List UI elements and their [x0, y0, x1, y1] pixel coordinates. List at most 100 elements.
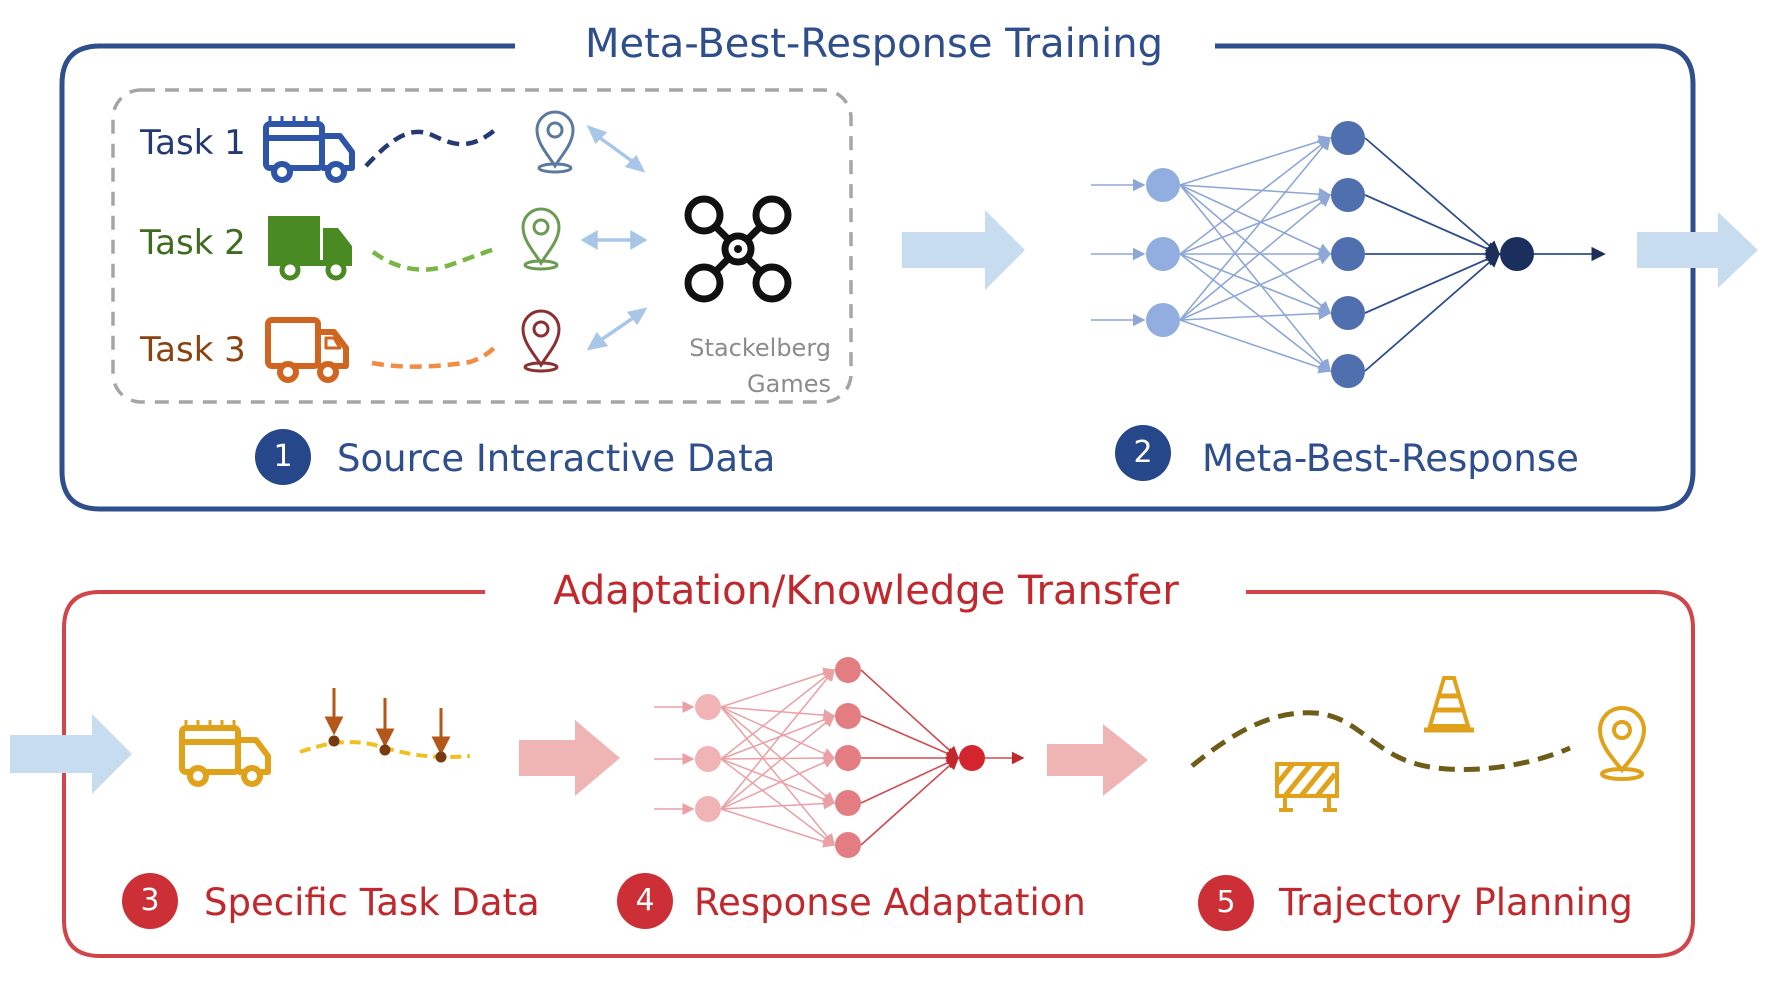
network-edge: [860, 756, 960, 846]
network-edge: [720, 752, 836, 765]
road-barrier-icon: [1275, 762, 1339, 812]
network-edge: [1179, 184, 1332, 373]
output-neuron: [959, 745, 985, 771]
task-2-label: Task 2: [140, 223, 246, 263]
input-neuron: [1146, 168, 1180, 202]
step-3-label: Specific Task Data: [204, 881, 540, 924]
input-neuron: [695, 746, 721, 772]
input-neuron: [1146, 303, 1180, 337]
network-edge: [1364, 137, 1501, 256]
input-neuron: [695, 694, 721, 720]
step-1-label: Source Interactive Data: [337, 437, 776, 480]
flow-arrow: [10, 714, 132, 794]
task-1-label: Task 1: [140, 123, 246, 163]
cargo-truck-icon: [268, 216, 352, 281]
network-edge: [720, 667, 836, 708]
trajectory-task1: [364, 128, 497, 168]
hidden-neuron: [1331, 237, 1365, 271]
adaptation-title: Adaptation/Knowledge Transfer: [553, 568, 1179, 614]
hidden-neuron: [1331, 296, 1365, 330]
interaction-arrows: [580, 124, 648, 351]
step-2-badge: 2: [1115, 425, 1171, 481]
network-edge: [720, 669, 836, 760]
network-edge: [860, 756, 960, 804]
step-5-badge: 5: [1198, 875, 1254, 931]
stackelberg-games-line2: Games: [747, 370, 831, 398]
meta-best-response-network: [1091, 121, 1606, 388]
hidden-neuron: [835, 745, 861, 771]
network-edge: [720, 706, 835, 847]
adaptation-frame: [62, 590, 1695, 958]
network-edge: [720, 758, 836, 846]
flow-arrow: [1047, 724, 1148, 796]
network-edge: [720, 808, 836, 848]
observation-arrows: [324, 688, 451, 756]
flow-arrow: [1637, 212, 1758, 288]
network-edge: [1179, 252, 1332, 321]
network-edge: [1179, 136, 1332, 321]
food-truck-icon: [263, 116, 355, 183]
network-edge: [720, 715, 836, 810]
output-neuron: [1500, 237, 1534, 271]
network-edge: [720, 758, 836, 805]
response-adaptation-network: [654, 657, 1025, 858]
drone-icon: [684, 195, 792, 303]
network-edge: [720, 706, 836, 804]
network-edge: [720, 706, 836, 722]
observation-points: [328, 735, 447, 763]
network-edge: [1179, 184, 1332, 256]
location-pin-icon: [521, 207, 561, 271]
hidden-neuron: [1331, 121, 1365, 155]
network-edge: [1179, 253, 1332, 372]
network-edge: [720, 706, 836, 760]
input-neuron: [1146, 237, 1180, 271]
input-neuron: [695, 796, 721, 822]
network-edge: [720, 668, 835, 810]
network-edge: [1364, 194, 1501, 256]
training-frame: [59, 43, 1696, 512]
step-3-badge: 3: [122, 873, 178, 929]
location-pin-icon: [521, 309, 561, 373]
network-edge: [1364, 252, 1501, 314]
location-pin-icon: [535, 110, 575, 174]
trajectory-task2: [371, 245, 499, 272]
food-truck-icon: [179, 720, 271, 787]
flow-arrow: [902, 210, 1025, 290]
network-edge: [1364, 252, 1501, 372]
stackelberg-games-label: Stackelberg Games: [655, 330, 831, 402]
network-edge: [1179, 193, 1332, 255]
network-edge: [1179, 319, 1332, 374]
network-edge: [860, 715, 960, 760]
planned-trajectory: [1190, 710, 1572, 773]
network-edge: [1179, 307, 1332, 321]
network-edge: [860, 669, 960, 760]
step-4-badge: 4: [617, 873, 673, 929]
network-edge: [1179, 184, 1332, 201]
traffic-cone-icon: [1424, 676, 1474, 733]
step-5-label: Trajectory Planning: [1279, 881, 1633, 924]
location-pin-icon: [1597, 706, 1647, 781]
network-edge: [1179, 137, 1332, 255]
step-1-badge: 1: [255, 429, 311, 485]
source-data-box: [111, 88, 853, 404]
step-4-label: Response Adaptation: [694, 881, 1086, 924]
hidden-neuron: [1331, 354, 1365, 388]
hidden-neuron: [835, 703, 861, 729]
hidden-neuron: [835, 832, 861, 858]
hidden-neuron: [835, 657, 861, 683]
trajectory-task3: [371, 346, 496, 369]
stackelberg-games-line1: Stackelberg: [689, 334, 831, 362]
network-edge: [1179, 135, 1332, 186]
hidden-neuron: [1331, 178, 1365, 212]
network-edge: [1179, 193, 1332, 321]
flow-arrow: [519, 720, 620, 796]
delivery-truck-icon: [265, 317, 349, 383]
training-title: Meta-Best-Response Training: [585, 21, 1163, 67]
network-edge: [720, 714, 836, 760]
step-2-label: Meta-Best-Response: [1202, 437, 1579, 480]
network-edge: [720, 756, 836, 810]
network-edge: [720, 797, 836, 810]
hidden-neuron: [835, 790, 861, 816]
task-3-label: Task 3: [140, 330, 246, 370]
